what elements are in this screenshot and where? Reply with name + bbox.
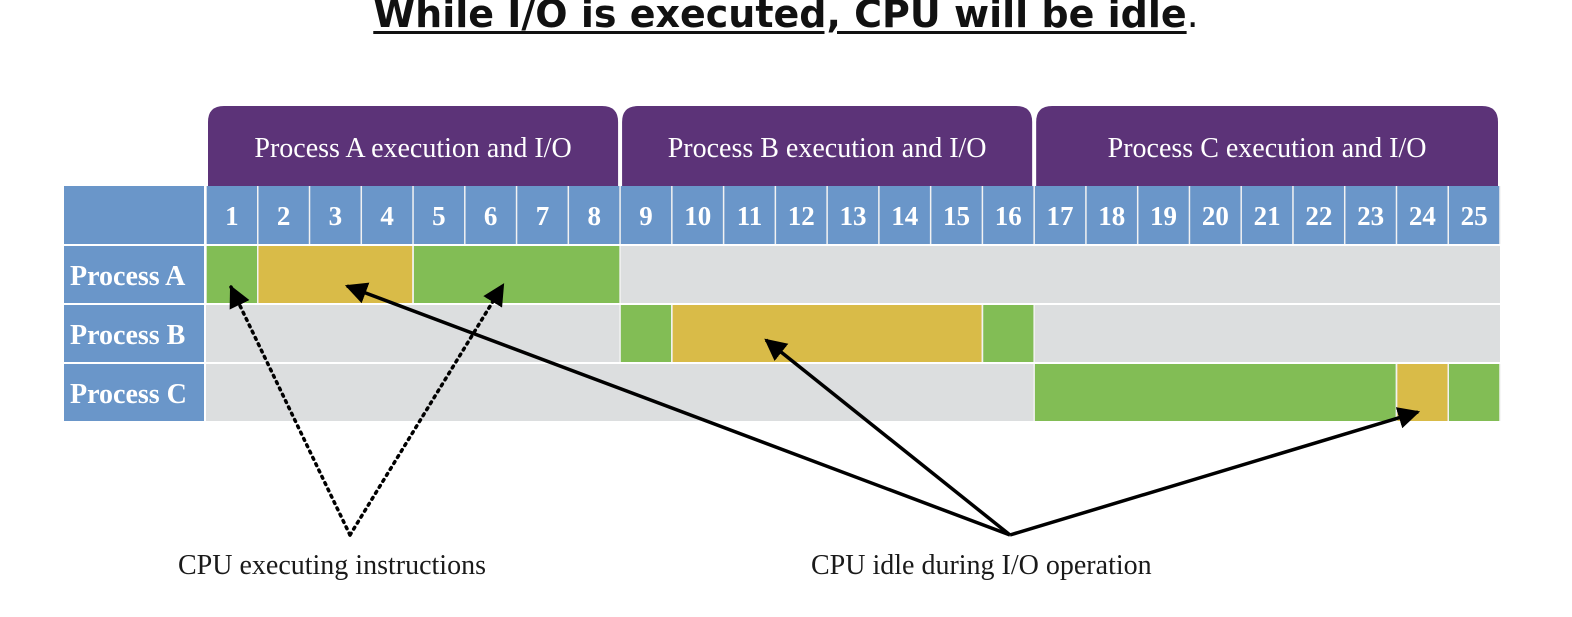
- time-slot-label: 14: [891, 201, 918, 231]
- time-slot-label: 22: [1305, 201, 1332, 231]
- row-label-cell: [64, 364, 204, 421]
- io-segment: [671, 305, 983, 362]
- time-slot-label: 9: [639, 201, 653, 231]
- time-slot-label: 20: [1202, 201, 1229, 231]
- time-slot-label: 7: [536, 201, 550, 231]
- solid-arrow-to-a-io: [344, 282, 1011, 537]
- row-label: Process A: [70, 261, 186, 292]
- execution-segment: [413, 246, 621, 303]
- solid-arrow-to-b-io: [764, 338, 1012, 537]
- page-title: While I/O is executed, CPU will be idle.: [0, 0, 1572, 41]
- io-segment: [1396, 364, 1449, 421]
- caption-cpu-idle: CPU idle during I/O operation: [811, 550, 1152, 581]
- title-text: While I/O is executed, CPU will be idle: [373, 0, 1187, 36]
- row-label-cell: [64, 305, 204, 362]
- banner-process-c: [1036, 106, 1498, 186]
- row-label: Process C: [70, 379, 187, 410]
- execution-segment: [982, 305, 1035, 362]
- time-slot-label: 23: [1357, 201, 1384, 231]
- time-slot-label: 18: [1098, 201, 1125, 231]
- time-slot-label: 24: [1409, 201, 1436, 231]
- row-label-cell: [64, 246, 204, 303]
- io-segment: [257, 246, 414, 303]
- time-slot-label: 1: [225, 201, 239, 231]
- time-slot-label: 6: [484, 201, 498, 231]
- banner-process-a: [208, 106, 619, 186]
- time-slot-label: 11: [737, 201, 763, 231]
- title-period: .: [1186, 0, 1199, 36]
- time-slot-label: 15: [943, 201, 970, 231]
- execution-segment: [206, 246, 258, 303]
- time-slot-label: 13: [840, 201, 867, 231]
- execution-segment: [1034, 364, 1397, 421]
- time-slot-label: 3: [329, 201, 343, 231]
- time-slot-label: 12: [788, 201, 815, 231]
- dotted-arrow-to-a-exec-2: [348, 283, 505, 537]
- caption-cpu-executing: CPU executing instructions: [178, 550, 486, 581]
- time-slot-label: 10: [684, 201, 711, 231]
- time-slot-label: 2: [277, 201, 291, 231]
- time-slot-label: 25: [1461, 201, 1488, 231]
- time-slot-label: 17: [1047, 201, 1074, 231]
- execution-segment: [1448, 364, 1500, 421]
- banner-label: Process A execution and I/O: [254, 133, 571, 164]
- time-slot-label: 19: [1150, 201, 1177, 231]
- solid-arrow-to-c-io: [1009, 407, 1421, 537]
- time-slot-label: 5: [432, 201, 446, 231]
- banner-label: Process B execution and I/O: [668, 133, 987, 164]
- execution-segment: [620, 305, 672, 362]
- banner-process-b: [622, 106, 1033, 186]
- time-slot-label: 8: [587, 201, 601, 231]
- time-slot-label: 16: [995, 201, 1022, 231]
- time-slot-label: 4: [380, 201, 394, 231]
- banner-label: Process C execution and I/O: [1108, 133, 1427, 164]
- time-header-row: [64, 186, 1500, 244]
- row-label: Process B: [70, 320, 185, 351]
- time-slot-label: 21: [1254, 201, 1281, 231]
